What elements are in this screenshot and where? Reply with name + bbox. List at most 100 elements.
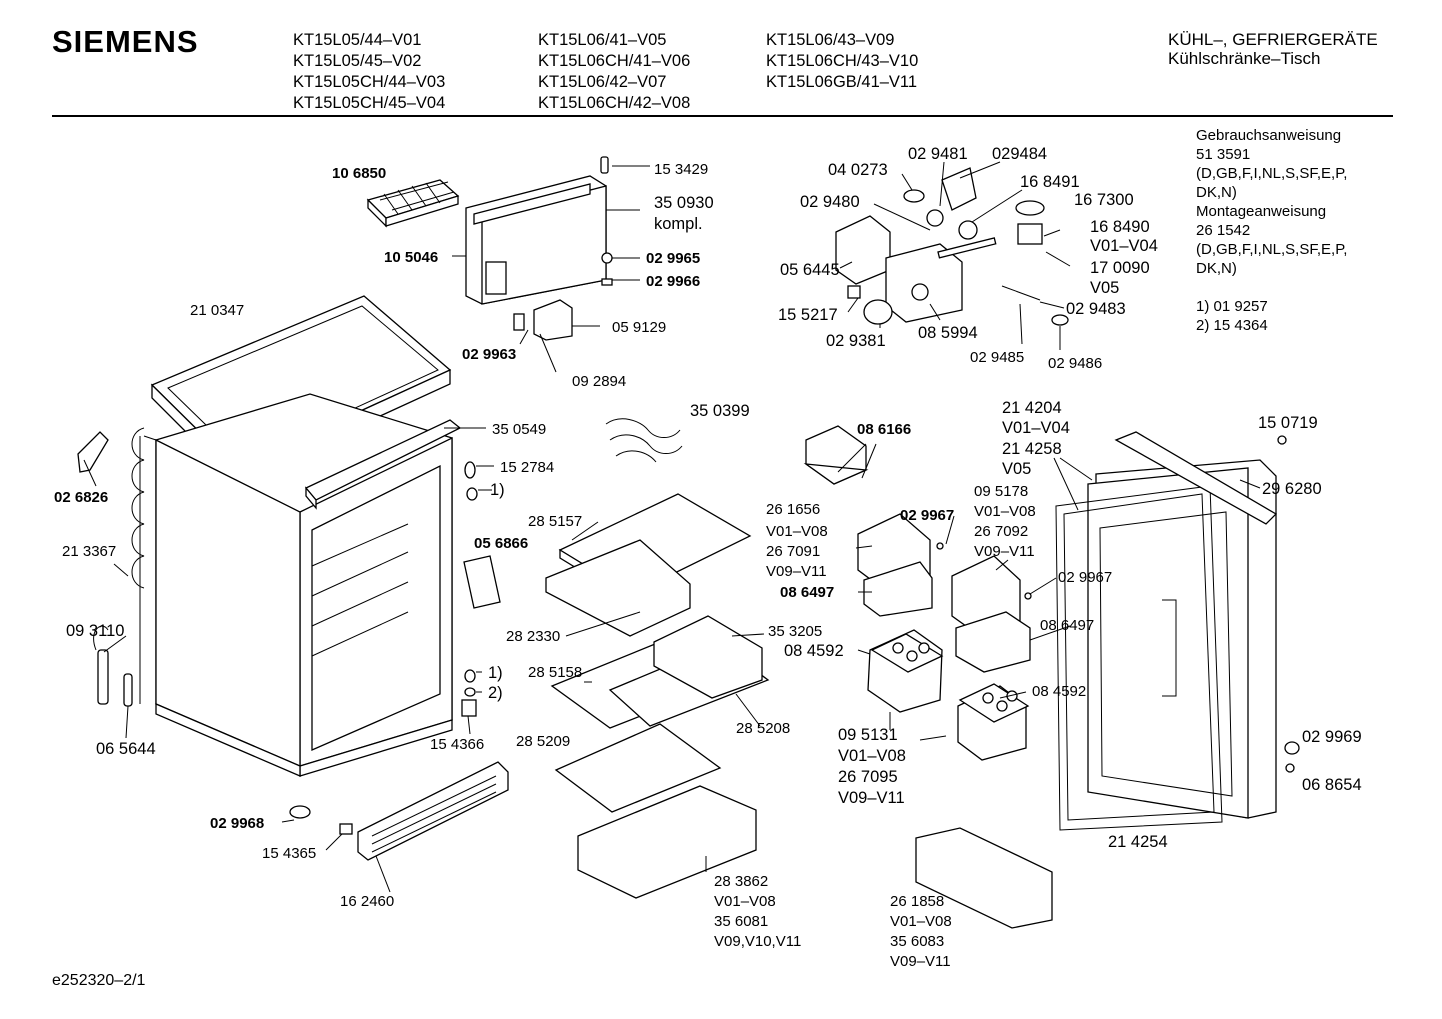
part-label: 15 5217 <box>778 306 838 324</box>
part-label: V05 <box>1090 279 1119 297</box>
brand-logo: SIEMENS <box>52 24 199 59</box>
part-label: 02 9485 <box>970 349 1024 366</box>
part-label: 08 6497 <box>1040 617 1094 634</box>
part-label: 35 6081 <box>714 913 768 930</box>
note-line: Gebrauchsanweisung <box>1196 127 1342 144</box>
note-line: (D,GB,F,I,NL,S,SF,E,P, <box>1196 165 1348 182</box>
note-line: DK,N) <box>1196 184 1237 201</box>
part-label: 02 9969 <box>1302 728 1362 746</box>
part-label: kompl. <box>654 215 703 233</box>
model-number: KT15L06CH/41–V06 <box>538 52 691 70</box>
small-box-part <box>803 425 869 485</box>
part-label: 02 9486 <box>1048 355 1102 372</box>
model-number: KT15L05CH/44–V03 <box>293 73 446 91</box>
part-label: 26 1858 <box>890 893 944 910</box>
part-label: 15 2784 <box>500 459 554 476</box>
cabinet-body-part <box>139 393 453 777</box>
part-label: V05 <box>1002 460 1031 478</box>
part-label: 16 8491 <box>1020 173 1080 191</box>
main-door-part <box>1055 459 1277 831</box>
part-label: 02 9967 <box>900 507 954 524</box>
part-label: V01–V04 <box>1090 237 1158 255</box>
condenser-coil-part <box>131 427 145 589</box>
part-label: 35 6083 <box>890 933 944 950</box>
model-list-1: KT15L05/44–V01 KT15L05/45–V02 KT15L05CH/… <box>293 30 445 114</box>
misc-small-parts <box>93 435 1300 835</box>
note-line: (D,GB,F,I,NL,S,SF,E,P, <box>1196 241 1348 258</box>
part-label: 10 5046 <box>384 249 438 266</box>
part-label: 16 7300 <box>1074 191 1134 209</box>
part-label: V09–V11 <box>838 789 905 807</box>
model-list-2: KT15L06/41–V05 KT15L06CH/41–V06 KT15L06/… <box>538 30 690 114</box>
part-label: 29 6280 <box>1262 480 1322 498</box>
part-label: V01–V08 <box>890 913 952 930</box>
part-label: 28 3862 <box>714 873 768 890</box>
model-number: KT15L06GB/41–V11 <box>766 73 918 91</box>
part-label: 15 3429 <box>654 161 708 178</box>
part-label: 02 9963 <box>462 346 516 363</box>
part-label: 02 9481 <box>908 145 968 163</box>
part-label: 21 4258 <box>1002 440 1062 458</box>
part-label: 1) <box>490 481 505 499</box>
part-label: 35 3205 <box>768 623 822 640</box>
part-label: 15 4366 <box>430 736 484 753</box>
note-line: Montageanweisung <box>1196 203 1327 220</box>
clip-part <box>77 431 109 473</box>
part-label: 06 5644 <box>96 740 156 758</box>
plinth-grille-part <box>357 761 509 861</box>
part-label: 35 0549 <box>492 421 546 438</box>
part-label: 06 8654 <box>1302 776 1362 794</box>
model-number: KT15L06/43–V09 <box>766 31 895 49</box>
wire-shelf-part <box>605 418 683 463</box>
part-label: 08 6497 <box>780 584 834 601</box>
part-label: 1) <box>488 664 503 682</box>
part-label: 35 0399 <box>690 402 750 420</box>
note-line: 51 3591 <box>1196 146 1251 163</box>
leader-lines <box>83 161 1261 893</box>
part-label: 28 5157 <box>528 513 582 530</box>
part-label: 26 7095 <box>838 768 898 786</box>
part-label: 02 9483 <box>1066 300 1126 318</box>
part-label: 28 5209 <box>516 733 570 750</box>
model-number: KT15L06/41–V05 <box>538 31 667 49</box>
part-label: 16 8490 <box>1090 218 1150 236</box>
part-label: 15 4365 <box>262 845 316 862</box>
part-label: 35 0930 <box>654 194 714 212</box>
part-label: 21 0347 <box>190 302 244 319</box>
model-number: KT15L06CH/42–V08 <box>538 94 691 112</box>
part-label: 26 7092 <box>974 523 1028 540</box>
model-list-3: KT15L06/43–V09 KT15L06CH/43–V10 KT15L06G… <box>766 30 918 93</box>
part-label: 21 3367 <box>62 543 116 560</box>
door-bin-part <box>857 513 1053 929</box>
part-label: 02 9381 <box>826 332 886 350</box>
part-label: V09–V11 <box>766 563 827 580</box>
part-label: 05 6445 <box>780 261 840 279</box>
part-label: 09 5131 <box>838 726 898 744</box>
egg-tray-part <box>870 633 1030 723</box>
part-label: 08 6166 <box>857 421 911 438</box>
part-label: 21 4254 <box>1108 833 1168 851</box>
part-label: 21 4204 <box>1002 399 1062 417</box>
part-label: 08 4592 <box>784 642 844 660</box>
part-label: 09 3110 <box>66 622 124 640</box>
part-label: V09–V11 <box>890 953 951 970</box>
category-line: Kühlschränke–Tisch <box>1168 49 1321 68</box>
part-number-labels: 10 6850 15 3429 35 0930 kompl. 10 5046 0… <box>54 145 1362 970</box>
part-label: 16 2460 <box>340 893 394 910</box>
part-label: 09 2894 <box>572 373 626 390</box>
part-label: 02 9967 <box>1058 569 1112 586</box>
part-label: 26 1656 <box>766 501 820 518</box>
part-label: 05 9129 <box>612 319 666 336</box>
part-label: V01–V08 <box>838 747 906 765</box>
model-number: KT15L05/44–V01 <box>293 31 422 49</box>
note-line: 26 1542 <box>1196 222 1251 239</box>
part-label: V01–V08 <box>714 893 776 910</box>
documentation-notes: Gebrauchsanweisung 51 3591 (D,GB,F,I,NL,… <box>1196 126 1347 335</box>
part-label: 02 9966 <box>646 273 700 290</box>
model-number: KT15L06/42–V07 <box>538 73 667 91</box>
part-label: 029484 <box>992 145 1047 163</box>
note-line: DK,N) <box>1196 260 1237 277</box>
part-label: V01–V04 <box>1002 419 1070 437</box>
part-label: 02 6826 <box>54 489 108 506</box>
thermostat-assembly-part <box>835 167 1069 326</box>
